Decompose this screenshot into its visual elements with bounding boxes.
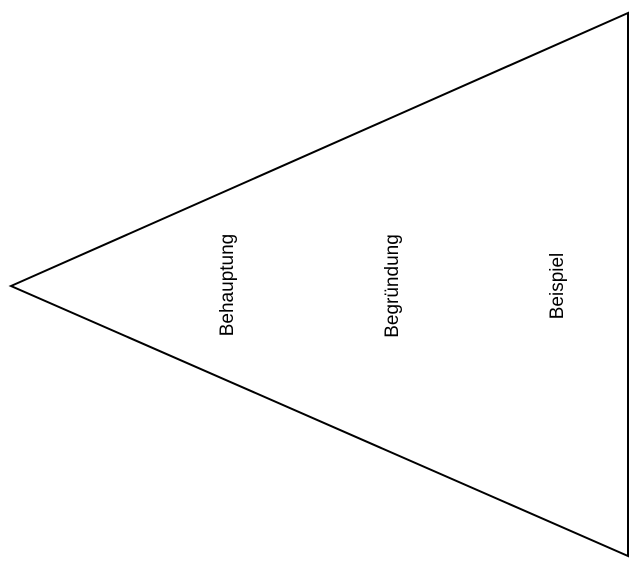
label-beispiel: Beispiel [547, 253, 568, 320]
label-behauptung: Behauptung [217, 234, 238, 337]
triangle-shape [8, 11, 629, 558]
label-begruendung: Begründung [382, 234, 403, 338]
